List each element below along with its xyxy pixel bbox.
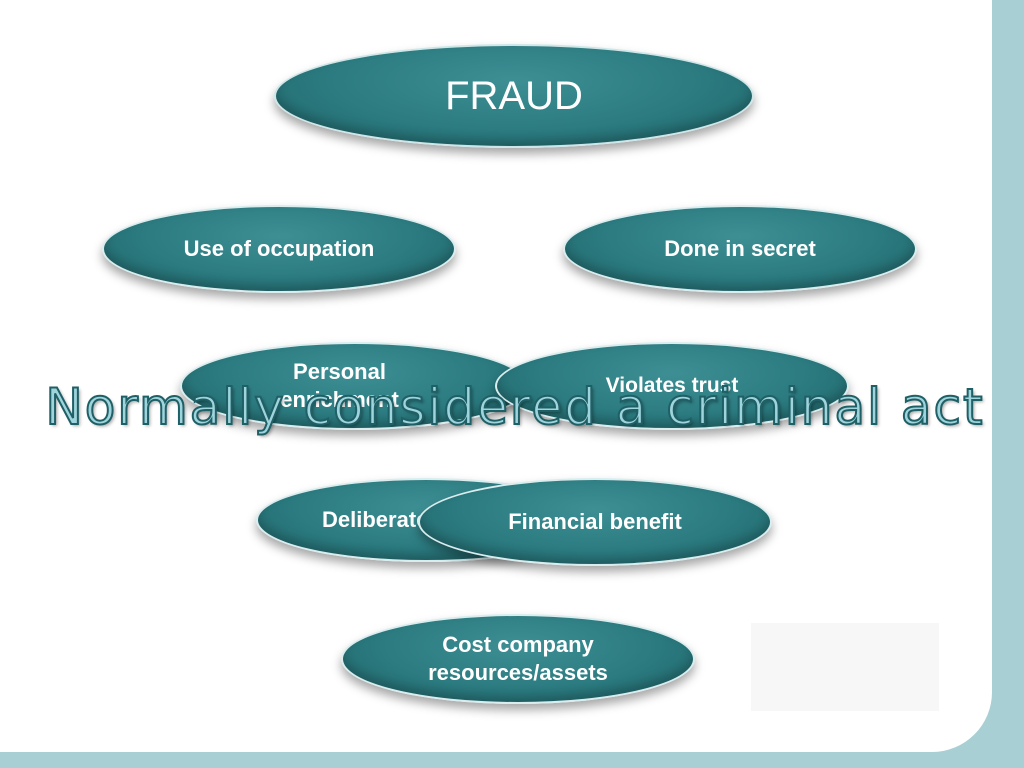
done-in-secret-oval: Done in secret [563,205,917,293]
personal-enrichment-label: Personal enrichment [280,359,399,412]
fraud-title-oval: FRAUD [274,44,754,148]
financial-benefit-label: Financial benefit [508,509,682,534]
cost-company-resources-label: Cost company resources/assets [428,632,608,685]
financial-benefit-oval: Financial benefit [418,478,772,566]
page-title: FRAUD [445,74,583,118]
criminal-act-overlay-text: Normally considered a criminal act [44,377,985,437]
blank-placeholder-box [751,623,939,711]
personal-enrichment-oval: Personal enrichment [180,342,529,430]
deliberate-label: Deliberate [322,507,429,532]
violates-trust-label: Violates trust [605,374,739,397]
done-in-secret-label: Done in secret [664,236,816,261]
use-of-occupation-oval: Use of occupation [102,205,456,293]
cost-company-resources-oval: Cost company resources/assets [341,614,695,704]
violates-trust-oval: Violates trust [495,342,849,430]
use-of-occupation-label: Use of occupation [183,236,375,261]
